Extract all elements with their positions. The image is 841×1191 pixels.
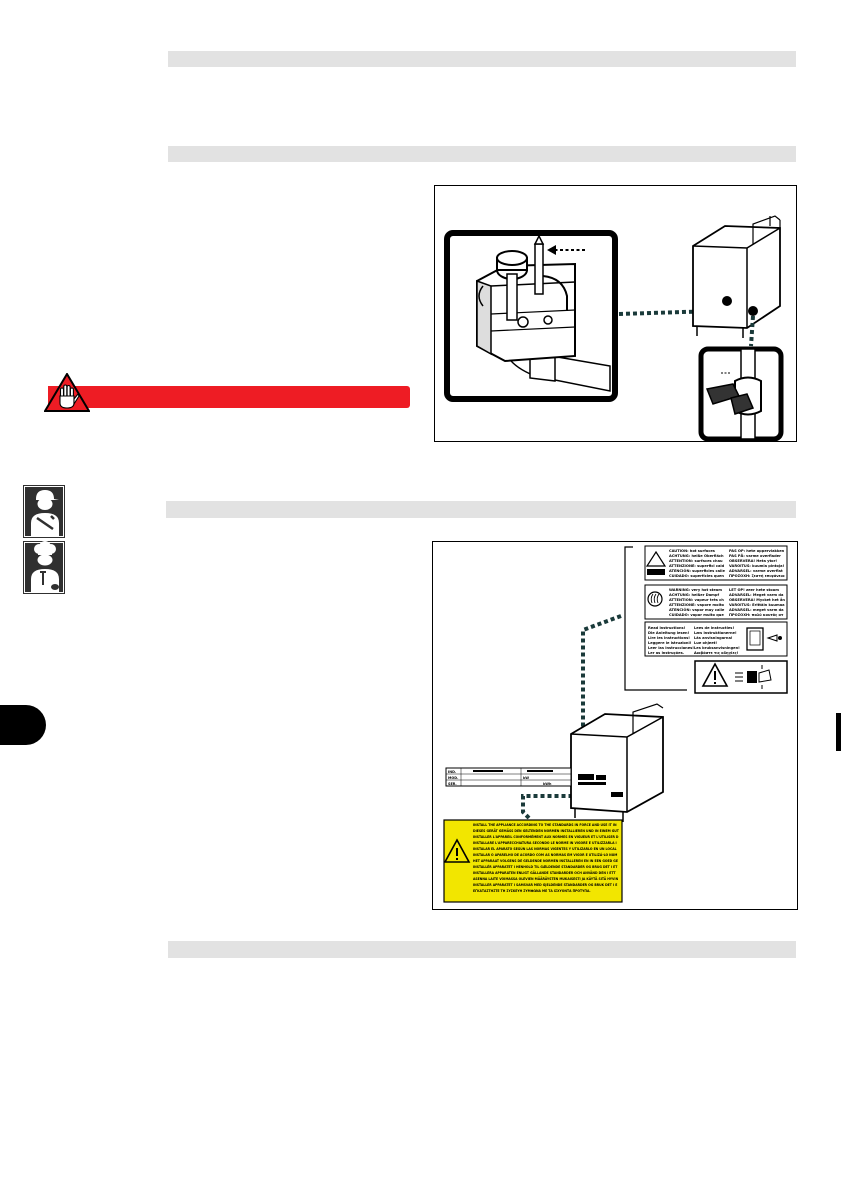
yellow-text-11: INSTALLER APPARATET I SAMSVAR MED GJELDE… [473, 883, 617, 887]
hot-steam-text-right-6: ΠΡΟΣΟΧΗ: πολύ καυτός ατ [729, 613, 784, 617]
read-instructions-text-right-6: Διαβάστε τις οδηγίες! [694, 651, 739, 655]
read-instructions-text-right-1: Lees de instructies! [694, 626, 734, 630]
hot-surface-text-left-3: ATTENTION: surfaces chau [669, 559, 723, 563]
read-instructions-text-left-4: Leggere le istruzioni! [648, 641, 692, 645]
read-instructions-text-right-3: Läs anvisningarna! [694, 636, 733, 640]
hot-steam-text-right-4: VAROITUS: Erittäin kuumaa [729, 603, 785, 607]
warning-bar [48, 386, 410, 408]
yellow-text-12: ΕΓΚΑΤΑΣΤΗΣΤΕ ΤΗ ΣΥΣΚΕΥΗ ΣΥΜΦΩΝΑ ΜΕ ΤΑ ΙΣ… [473, 889, 591, 893]
yellow-text-5: INSTALAR EL APARATO SEGÚN LAS NORMAS VIG… [473, 846, 617, 851]
chapter-thumb-tab [0, 705, 46, 745]
hot-steam-label: WARNING: very hot steam ACHTUNG: heißer … [644, 584, 788, 620]
section-header-bar-4 [168, 941, 796, 958]
hot-surface-text-right-4: VAROITUS: kuumia pintoja! [729, 564, 784, 568]
hot-steam-text-right-3: OBSERVERA! Mycket het ån [729, 597, 785, 602]
read-instructions-text-right-5: Les bruksanvisningen! [694, 646, 740, 650]
hot-steam-text-right-5: ADVARSEL: meget varm da [729, 608, 784, 612]
page-edge-marker [836, 713, 841, 751]
read-instructions-text-left-1: Read instructions! [648, 626, 686, 630]
yellow-text-4: INSTALLARE L'APPARECCHIATURA SECONDO LE … [473, 841, 617, 845]
yellow-text-6: INSTALAR O APARELHO DE ACORDO COM AS NOR… [473, 852, 617, 857]
hot-surface-text-left-2: ACHTUNG: heiße Oberfläch [669, 554, 724, 558]
hot-steam-text-left-1: WARNING: very hot steam [669, 588, 722, 592]
hot-surface-label: CAUTION: hot surfaces ACHTUNG: heiße Obe… [644, 545, 788, 581]
hot-surface-text-right-5: ADVARSEL: varme overflat [729, 569, 783, 573]
rating-plate-text-5: SER. [448, 782, 457, 786]
read-instructions-text-right-2: Læs instruktionerne! [694, 631, 737, 635]
hot-steam-text-left-5: ATENCIÓN: vapor muy calie [669, 607, 725, 612]
rating-plate-text-1: IND. [448, 770, 456, 774]
section-header-bar-3 [166, 501, 796, 518]
hot-surface-text-right-1: PAS OP: hete oppervlakken [729, 549, 785, 553]
technician-role-icon [23, 485, 65, 538]
section-header-bar-2 [168, 146, 796, 162]
rating-plate-text-3: MOD. [448, 776, 458, 780]
labels-location-figure: CAUTION: hot surfaces ACHTUNG: heiße Obe… [432, 541, 798, 910]
rating-plate-text-7: kW [523, 776, 529, 780]
hot-steam-text-left-3: ATTENTION: vapeur très ch [669, 598, 724, 602]
section-header-bar-1 [168, 51, 796, 67]
hot-steam-text-left-2: ACHTUNG: heißer Dampf [669, 593, 719, 597]
hot-surface-text-right-6: ΠΡΟΣΟΧΗ: ζεστή επιφάνεια [729, 574, 785, 578]
read-instructions-label: Read instructions! Die Anleitung lesen! … [644, 621, 788, 657]
gas-valve-figure [434, 185, 797, 442]
yellow-text-10: ASENNA LAITE VOIMASSA OLEVIEN MÄÄRÄYSTEN… [473, 876, 619, 881]
hot-steam-text-left-6: CUIDADO: vapor muito que [669, 613, 724, 617]
yellow-installation-label: INSTALL THE APPLIANCE ACCORDING TO THE S… [443, 819, 623, 903]
yellow-text-7: HET APPARAAT VOLGENS DE GELDENDE NORMEN … [473, 859, 618, 863]
hot-steam-text-left-4: ATTENZIONE: vapore molto [669, 603, 725, 607]
rating-plate-label: IND. MOD. SER. kW kWh [445, 767, 572, 787]
read-instructions-text-left-2: Die Anleitung lesen! [648, 631, 690, 635]
yellow-text-9: INSTALLERA APPARATEN ENLIGT GÄLLANDE STA… [473, 870, 617, 875]
stop-hand-warning-icon [44, 373, 90, 412]
yellow-text-2: DIESES GERÄT GEMÄSS DEN GELTENDEN NORMEN… [473, 828, 620, 833]
yellow-text-8: INSTALLÉR APPARATET I HENHOLD TIL GÆLDEN… [473, 864, 618, 869]
general-warning-label [694, 660, 788, 694]
hot-surface-text-left-1: CAUTION: hot surfaces [669, 549, 715, 553]
read-instructions-text-left-6: Ler as instruções. [648, 651, 684, 655]
read-instructions-text-left-5: Leer las instrucciones! [648, 646, 694, 650]
cook-role-icon [23, 541, 65, 594]
hot-surface-text-left-4: ATTENZIONE: superfici cald [669, 564, 725, 568]
hot-steam-text-right-1: LET OP! zeer hete stoom [729, 588, 779, 592]
rating-plate-text-8: kWh [543, 782, 552, 786]
yellow-text-3: INSTALLER L'APPAREIL CONFORMÉMENT AUX NO… [473, 834, 619, 839]
yellow-text-1: INSTALL THE APPLIANCE ACCORDING TO THE S… [473, 823, 617, 827]
hot-steam-text-right-2: ADVARSEL: Meget varm da [729, 593, 784, 597]
hot-surface-text-left-5: ATENCIÓN: superficies calie [669, 568, 725, 573]
read-instructions-text-left-3: Lire les instructions! [648, 636, 690, 640]
hot-surface-text-right-2: PAS PÅ: varme overflader [729, 553, 781, 558]
read-instructions-text-right-4: Lue ohjeet! [694, 641, 717, 645]
hot-surface-text-left-6: CUIDADO: superfícies quen [669, 574, 724, 578]
hot-surface-text-right-3: OBSERVERA! Heta ytor! [729, 559, 777, 563]
